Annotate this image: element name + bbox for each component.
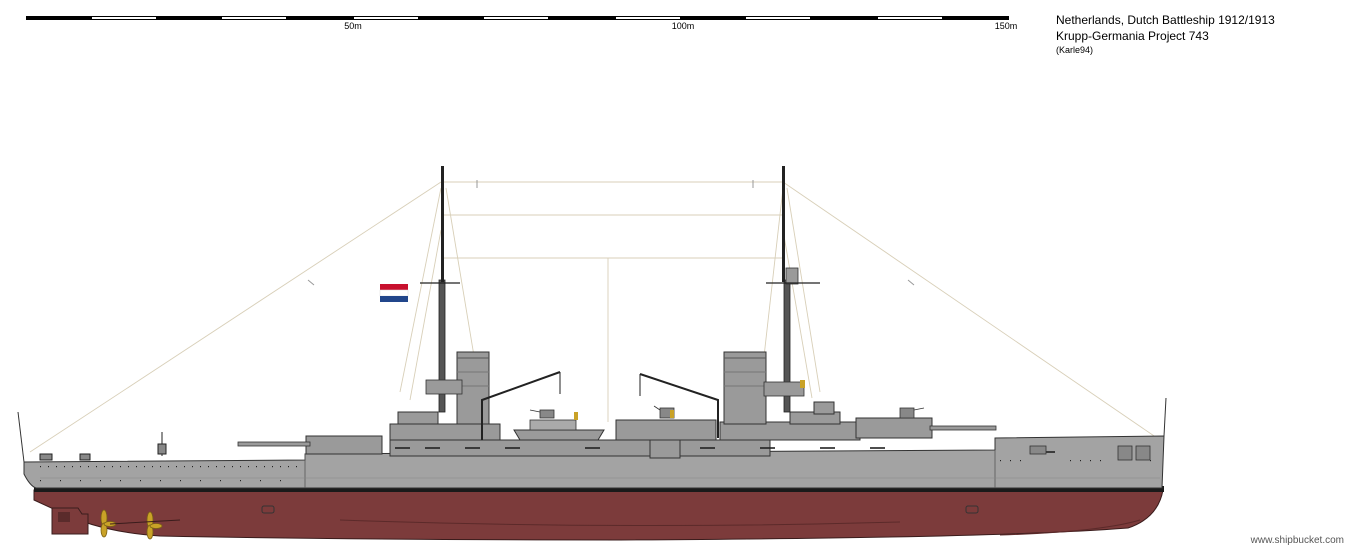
title-line-2: Krupp-Germania Project 743 — [1056, 29, 1209, 43]
boat-cranes — [481, 371, 719, 440]
ships-boat — [513, 419, 605, 441]
brass-fittings — [574, 380, 805, 420]
dutch-flag-icon — [379, 284, 409, 302]
hawse-pipes — [261, 505, 979, 514]
fore-turret — [237, 435, 383, 455]
watermark: www.shipbucket.com — [1250, 535, 1344, 546]
scale-label-100m: 100m — [671, 21, 695, 31]
main-mast — [763, 166, 820, 413]
scale-bar — [26, 16, 1009, 20]
fore-mast — [420, 166, 463, 413]
title-block: Netherlands, Dutch Battleship 1912/1913 … — [1056, 12, 1275, 56]
scale-label-50m: 50m — [344, 21, 362, 31]
boot-topping — [34, 486, 1164, 492]
author-credit: (Karle94) — [1056, 45, 1094, 55]
title-line-1: Netherlands, Dutch Battleship 1912/1913 — [1056, 13, 1275, 27]
stern-fittings — [1029, 445, 1151, 461]
forecastle-fittings — [39, 432, 167, 461]
aft-turret — [855, 417, 997, 439]
rigging-tension-markers — [307, 180, 915, 286]
aft-funnel — [723, 351, 767, 425]
scale-label-150m: 150m — [994, 21, 1018, 31]
portholes — [40, 460, 1151, 482]
casemate-guns — [395, 447, 1055, 453]
superstructure — [389, 401, 861, 459]
underwater-hull — [33, 489, 1164, 541]
propeller-icon — [100, 509, 163, 540]
rigging-lines — [29, 181, 1161, 453]
